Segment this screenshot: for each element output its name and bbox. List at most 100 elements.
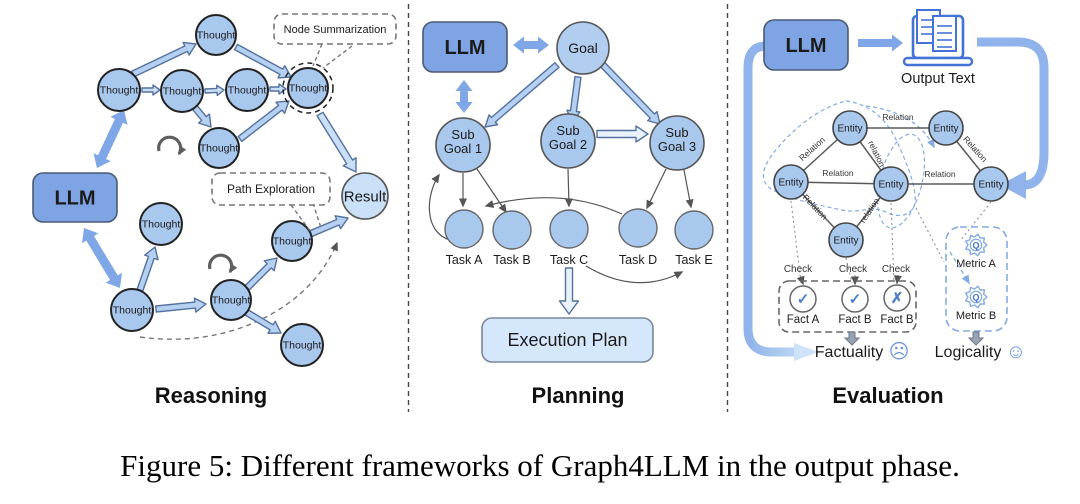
entity-node-label: Entity	[878, 180, 903, 191]
subgoal-node-label: Goal 1	[444, 141, 482, 156]
task-label: Task B	[493, 253, 531, 267]
llm-box-label: LLM	[785, 35, 826, 57]
thought-node-label: Thought	[289, 83, 328, 95]
thought-node-label: Thought	[212, 295, 251, 307]
thought-arrow	[243, 257, 278, 292]
thought-arrow	[154, 297, 207, 313]
llm-box	[422, 21, 508, 73]
thought-node	[198, 127, 240, 169]
subgoal-node-label: Goal 2	[549, 137, 587, 152]
llm-box	[32, 172, 118, 223]
task-node	[492, 210, 532, 250]
path-exploration-dashed-curve	[139, 241, 338, 340]
subgoal-node	[540, 113, 596, 169]
check-dotted-line	[890, 202, 895, 284]
flow-line-left	[743, 41, 767, 328]
dependency-arrow	[646, 168, 667, 210]
to-result-arrow	[316, 111, 357, 173]
dependency-curve	[585, 265, 684, 284]
cross-icon: ✗	[891, 290, 904, 307]
gear-icon	[969, 290, 983, 304]
logicality-label: Logicality	[935, 344, 1002, 361]
check-label: Check	[882, 264, 911, 275]
panel-heading-evaluation: Evaluation	[832, 383, 944, 408]
fact-label: Fact B	[880, 314, 914, 326]
laptop-base	[902, 56, 974, 67]
relation-label: Relation	[797, 134, 827, 162]
thought-node	[160, 69, 204, 113]
gear-icon	[965, 233, 988, 257]
thought-node	[97, 68, 141, 112]
node-summarization-callout-label: Node Summarization	[284, 24, 387, 36]
entity-node	[873, 166, 909, 202]
subgoal-node-label: Goal 3	[658, 139, 696, 154]
fact-label: Fact B	[838, 314, 872, 326]
task-node	[549, 209, 589, 249]
figure-caption: Figure 5: Different frameworks of Graph4…	[120, 448, 960, 483]
thought-node-label: Thought	[200, 143, 239, 155]
fact-box-dashed	[778, 280, 917, 333]
path-exploration-callout	[211, 172, 331, 206]
entity-node	[773, 164, 809, 200]
task-node	[618, 208, 658, 248]
checkmark-icon: ✓	[849, 291, 862, 308]
thought-node	[195, 14, 237, 56]
dependency-curve	[428, 173, 451, 241]
relation-label: Relation	[801, 192, 830, 222]
happy-face-icon: ☺	[1006, 341, 1026, 363]
path-exploration-callout-label: Path Exploration	[227, 182, 315, 196]
panel-heading-reasoning: Reasoning	[154, 383, 268, 408]
entity-node	[973, 166, 1009, 202]
metric-label: Metric A	[956, 258, 996, 270]
thought-node-label: Thought	[283, 340, 322, 352]
goal-node	[556, 21, 610, 75]
llm-double-arrow	[82, 228, 122, 288]
task-label: Task E	[675, 253, 713, 267]
step-arrow	[204, 84, 225, 97]
entity-node-label: Entity	[933, 124, 958, 135]
step-arrow	[269, 83, 287, 95]
subgoal-node-label: Sub	[665, 125, 688, 140]
thought-arrow	[233, 43, 292, 79]
thought-node-label: Thought	[100, 85, 139, 97]
thought-arrow	[308, 215, 349, 238]
subgoal-node	[435, 117, 491, 173]
summarized-node-ring	[282, 62, 334, 114]
task-label: Task C	[550, 253, 588, 267]
relation-label: Relation	[882, 112, 913, 122]
thought-arrow	[136, 246, 159, 292]
callout-tail	[312, 43, 353, 69]
check-label: Check	[784, 264, 813, 275]
thought-node	[271, 220, 313, 262]
entity-node	[828, 222, 864, 258]
check-label: Check	[839, 264, 868, 275]
check-dotted-line	[790, 200, 802, 284]
metric-dashed-arrow	[949, 251, 970, 285]
loop-arrow-icon	[157, 135, 187, 156]
thought-arrow	[130, 41, 197, 78]
thought-node-label: Thought	[273, 236, 312, 248]
entity-node-label: Entity	[978, 180, 1003, 191]
to-plan-arrow	[558, 267, 580, 315]
llm-box-label: LLM	[444, 37, 485, 59]
task-node	[674, 210, 714, 250]
task-label: Task D	[619, 253, 657, 267]
entity-node-label: Entity	[778, 178, 803, 189]
down-arrow-icon	[967, 331, 985, 346]
fact-label: Fact A	[787, 314, 820, 326]
thought-node	[225, 68, 269, 112]
step-arrow	[141, 84, 161, 96]
thought-arrow	[243, 308, 282, 334]
thought-node-label: Thought	[113, 305, 152, 317]
relation-label: Relation	[822, 168, 853, 178]
factuality-label: Factuality	[815, 344, 883, 361]
flow-line-left	[743, 327, 794, 357]
llm-box-label: LLM	[54, 188, 95, 210]
panel-heading-planning: Planning	[531, 383, 625, 408]
dependency-curve	[484, 197, 623, 215]
output-text-label: Output Text	[901, 71, 975, 87]
thought-node-label: Thought	[228, 85, 267, 97]
